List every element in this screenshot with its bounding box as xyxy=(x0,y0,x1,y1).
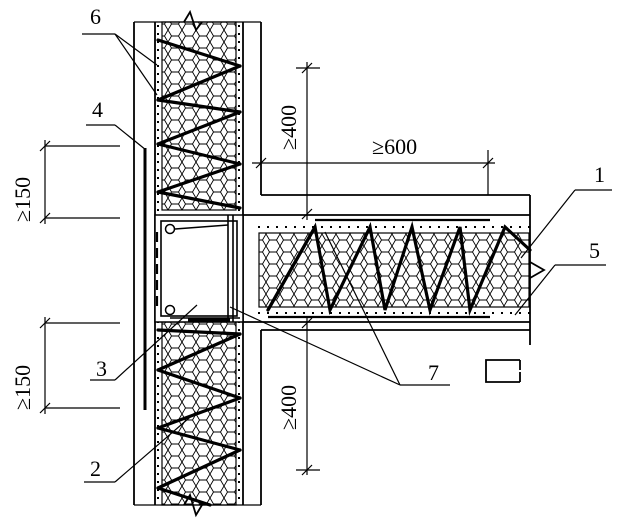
dim-left-upper: ≥150 xyxy=(10,177,35,222)
callout-7: 7 xyxy=(428,360,439,385)
dim-left-lower: ≥150 xyxy=(10,365,35,410)
insulation-board-upper xyxy=(161,21,237,211)
callout-labels: 6 4 3 2 1 5 7 xyxy=(90,4,605,481)
callout-2: 2 xyxy=(90,456,101,481)
dim-vertical-bottom: ≥400 xyxy=(276,385,301,430)
callout-5: 5 xyxy=(589,238,600,263)
break-symbol-bottom xyxy=(183,492,203,518)
callout-3: 3 xyxy=(96,356,107,381)
break-symbol-right xyxy=(529,261,546,279)
callout-4: 4 xyxy=(92,97,103,122)
concrete-core-column xyxy=(154,214,244,323)
callout-1: 1 xyxy=(594,162,605,187)
truss-diagonals-lower xyxy=(156,328,242,507)
truss-zigzag xyxy=(266,220,532,317)
truss-diagonals-upper xyxy=(156,38,242,210)
horizontal-wall xyxy=(243,194,546,345)
vertical-wall xyxy=(133,9,262,518)
leader-lines xyxy=(82,33,612,483)
dim-vertical-top: ≥400 xyxy=(276,105,301,150)
dimension-labels: ≥150 ≥150 ≥400 ≥400 ≥600 xyxy=(10,105,417,430)
break-symbol-top xyxy=(183,9,203,32)
dim-horizontal: ≥600 xyxy=(372,134,417,159)
dimension-lines xyxy=(39,62,495,476)
callout-6: 6 xyxy=(90,4,101,29)
channel-section-symbol xyxy=(485,359,520,383)
